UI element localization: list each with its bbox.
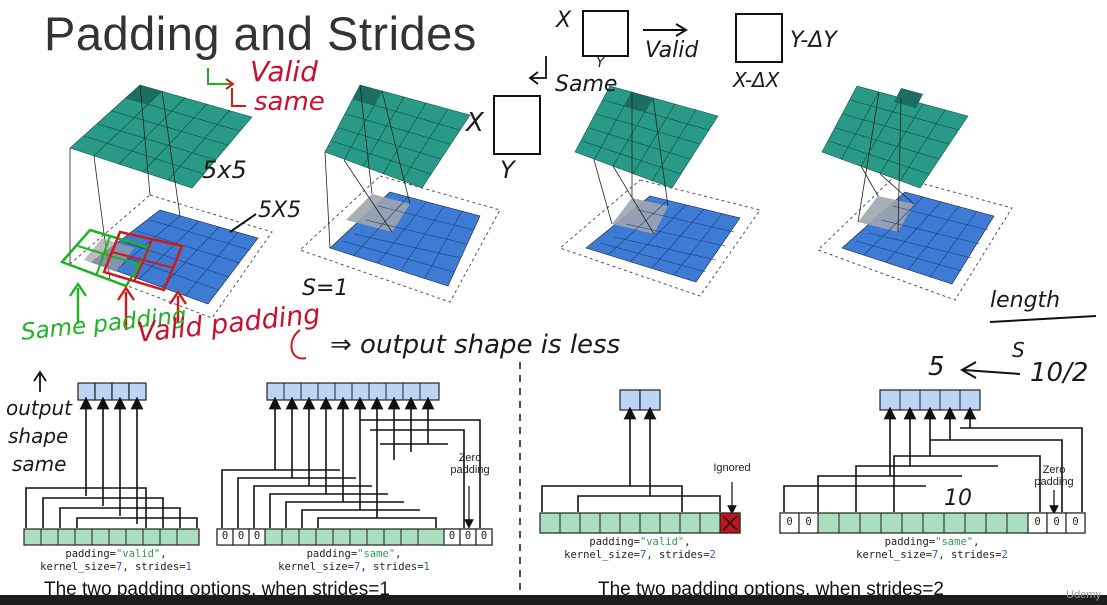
zero-padding-label-d: Zero padding — [1034, 464, 1074, 488]
slide-title: Padding and Strides — [44, 7, 477, 60]
note-y2: Y — [500, 156, 515, 184]
note-x2: X — [466, 108, 484, 138]
panel-same-stride1 — [216, 382, 493, 546]
note-stride-1: S=1 — [302, 276, 349, 301]
note-5x5-top: 5x5 — [202, 156, 247, 184]
note-x-out: X-ΔX — [733, 68, 780, 92]
zero-cell-text: 0 — [1034, 516, 1041, 528]
output-cells — [266, 382, 440, 401]
code-caption-c: padding="valid", kernel_size=7, strides=… — [564, 536, 716, 561]
caption-strides-2: The two padding options, when strides=2 — [598, 579, 944, 600]
video-bottom-bar — [0, 595, 1107, 605]
note-output-same-3: same — [12, 452, 67, 476]
panel-valid-stride1 — [23, 382, 200, 546]
note-valid-arrow: Valid — [645, 38, 699, 63]
zero-cell-text: 0 — [253, 530, 261, 542]
note-length: length — [990, 288, 1061, 313]
zero-cell-text: 0 — [1053, 516, 1060, 528]
note-x-in: X — [556, 8, 572, 33]
zero-padding-label-b: Zero padding — [450, 452, 490, 476]
zero-cell-text: 0 — [464, 530, 472, 542]
conv-diagram-1 — [59, 84, 273, 319]
zero-cell-text: 0 — [786, 516, 793, 528]
note-ten-half: 10/2 — [1030, 358, 1089, 388]
input-cells — [23, 528, 200, 546]
conv-diagram-2 — [299, 84, 501, 303]
note-output-less: ⇒ output shape is less — [330, 330, 621, 360]
note-output-same-2: shape — [8, 424, 69, 448]
caption-strides-1: The two padding options, when strides=1 — [44, 579, 390, 600]
output-cells — [879, 389, 981, 411]
zero-cell-text: 0 — [1072, 516, 1079, 528]
note-five: 5 — [928, 352, 945, 382]
output-cells — [619, 389, 661, 411]
note-s: S — [1012, 338, 1025, 362]
conv-diagram-3 — [559, 85, 761, 297]
panel-valid-stride2 — [539, 389, 741, 534]
zero-cell-text: 0 — [805, 516, 812, 528]
udemy-logo: Udemy — [1066, 589, 1101, 601]
note-y-in: Y — [596, 55, 605, 71]
code-caption-a: padding="valid", kernel_size=7, strides=… — [40, 548, 192, 573]
code-caption-b: padding="same", kernel_size=7, strides=1 — [278, 548, 430, 573]
note-same-arrow: Same — [555, 72, 618, 97]
ignored-label: Ignored — [713, 462, 751, 474]
note-valid: Valid — [250, 55, 318, 88]
conv-diagram-4 — [817, 85, 1013, 301]
annotation-strokes — [33, 10, 1097, 592]
zero-cell-text: 0 — [237, 530, 245, 542]
note-ten: 10 — [944, 486, 972, 511]
note-output-same-1: output — [6, 396, 72, 420]
zero-cell-text: 0 — [480, 530, 488, 542]
output-cells — [77, 382, 147, 401]
panel-same-stride2 — [779, 389, 1086, 534]
note-y-out: Y-ΔY — [790, 28, 837, 53]
zero-cell-text: 0 — [448, 530, 456, 542]
zero-cell-text: 0 — [221, 530, 229, 542]
note-5x5-bottom: 5X5 — [258, 198, 302, 223]
code-caption-d: padding="same", kernel_size=7, strides=2 — [856, 536, 1008, 561]
note-same: same — [254, 87, 325, 117]
